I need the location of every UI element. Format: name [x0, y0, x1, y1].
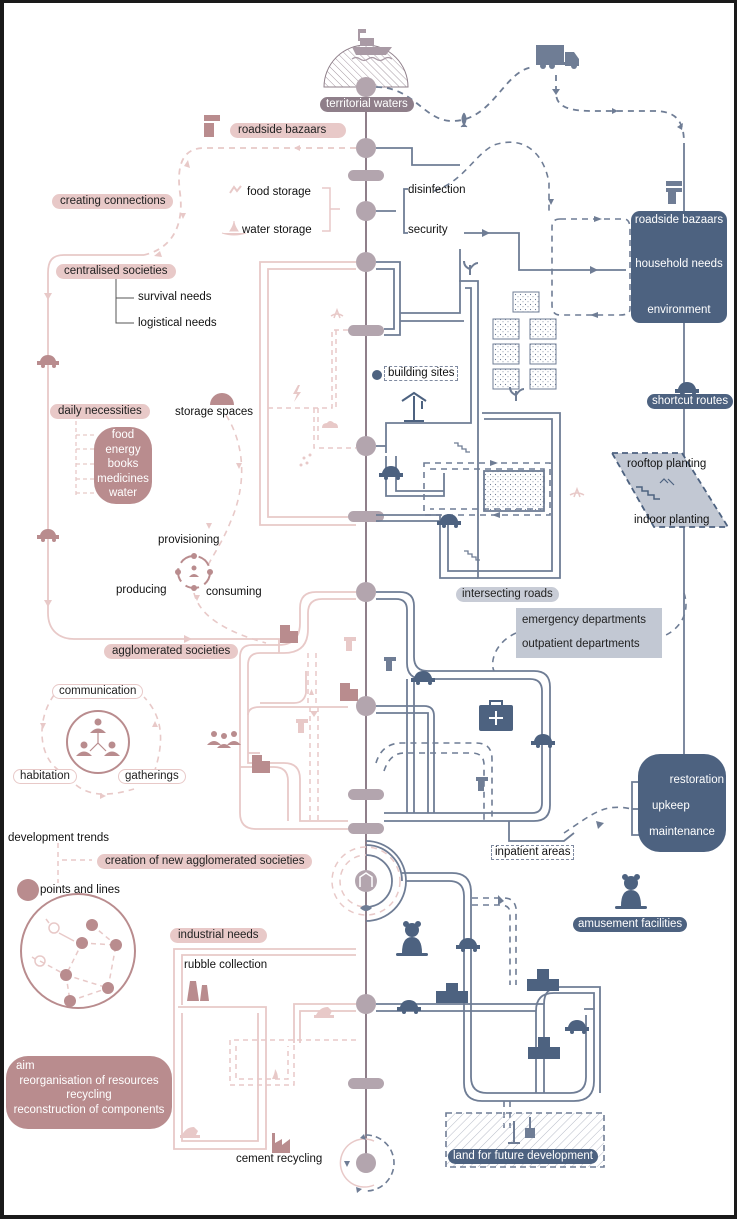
network-circle: [20, 893, 136, 1009]
storage-spaces-label: storage spaces: [175, 406, 253, 418]
roadside-bazaars-label: roadside bazaars: [230, 123, 346, 138]
security-label: security: [408, 224, 448, 236]
medical-kit-icon: [479, 700, 513, 731]
daily-necessities-label: daily necessities: [50, 404, 150, 419]
water-storage-label: water storage: [242, 224, 312, 236]
land-future-development-label: land for future development: [448, 1149, 599, 1164]
inpatient-areas-label: inpatient areas: [491, 845, 575, 860]
aim-item: recycling: [66, 1089, 112, 1101]
intersecting-roads-label: intersecting roads: [456, 587, 559, 602]
car-icon-blue: [379, 382, 699, 1034]
bazaar-box-item: environment: [647, 304, 711, 316]
survival-needs-label: survival needs: [138, 291, 212, 303]
indoor-planting-label: indoor planting: [634, 514, 710, 526]
mixer-truck-icon: [180, 1007, 334, 1138]
community-circle: [66, 710, 130, 774]
cloud-rain-icon: [322, 421, 338, 428]
maintenance-item: restoration: [669, 774, 724, 786]
building-icon-rose: [252, 625, 358, 773]
disinfection-label: disinfection: [408, 184, 466, 196]
crane-icon: [401, 391, 427, 422]
creating-connections-label: creating connections: [52, 194, 174, 209]
building-sites-dot: [372, 370, 382, 380]
necessity-item: medicines: [97, 472, 149, 485]
flower-icon: [360, 905, 372, 911]
shop-icon-rose: [296, 637, 356, 733]
maintenance-item: maintenance: [649, 826, 715, 838]
stairs-icon-small: [454, 442, 480, 561]
industrial-needs-label: industrial needs: [170, 928, 267, 943]
sprout-icon-rose: [330, 307, 344, 319]
necessity-item: water: [108, 487, 138, 499]
food-storage-icon: [229, 185, 242, 194]
bazaar-box-item: roadside bazaars: [634, 214, 724, 226]
habitation-label: habitation: [13, 769, 77, 784]
aim-box: aim reorganisation of resources recyclin…: [6, 1056, 172, 1129]
producing-label: producing: [116, 584, 167, 596]
necessity-item: energy: [105, 443, 141, 456]
energy-icon: [293, 385, 301, 402]
points-lines-dot: [17, 879, 39, 901]
shortcut-routes-label: shortcut routes: [647, 394, 734, 409]
food-storage-label: food storage: [247, 186, 311, 198]
storage-icon: [210, 393, 234, 405]
teddy-bear-icon: [396, 921, 428, 956]
cycle-icon: [177, 555, 211, 589]
rubble-collection-label: rubble collection: [184, 959, 268, 971]
rain-drops-icon: [299, 453, 312, 467]
network-nodes: [60, 919, 122, 1007]
provisioning-label: provisioning: [158, 534, 220, 546]
gatherings-label: gatherings: [118, 769, 186, 784]
stairs-icon: [636, 486, 660, 500]
cement-recycling-label: cement recycling: [236, 1153, 323, 1165]
bazaar-box-item: household needs: [635, 258, 723, 270]
city-building-icon: [436, 969, 560, 1059]
amusement-facilities-label: amusement facilities: [573, 917, 688, 932]
building-site-plots: [492, 291, 557, 390]
aim-item: reorganisation of resources: [19, 1074, 159, 1087]
territorial-waters-label: territorial waters: [320, 97, 414, 112]
building-sites-label: building sites: [384, 366, 459, 381]
spine-nodes: [348, 77, 384, 1173]
ship-icon: [351, 29, 393, 62]
necessity-item: food: [111, 429, 135, 441]
fish-icon: [460, 112, 468, 128]
diagram-canvas: territorial waters roadside bazaars crea…: [4, 3, 734, 1215]
communication-label: communication: [52, 684, 144, 699]
necessity-item: books: [107, 458, 139, 470]
development-trends-label: development trends: [8, 832, 110, 844]
shop-icon-rose-top: [204, 115, 220, 137]
excavator-icon: [508, 1117, 535, 1144]
maintenance-item: upkeep: [652, 800, 690, 812]
aim-item: reconstruction of components: [13, 1103, 165, 1116]
consuming-label: consuming: [206, 586, 262, 598]
water-storage-icon: [221, 220, 247, 236]
hospital-icon: [359, 872, 373, 887]
bazaar-needs-box: roadside bazaars household needs environ…: [631, 211, 727, 323]
community-icon: [76, 718, 120, 756]
creation-new-societies-label: creation of new agglomerated societies: [97, 854, 313, 869]
rooftop-planting-label: rooftop planting: [627, 458, 707, 470]
car-icon-rose: [37, 355, 59, 542]
shop-icon-blue: [384, 181, 682, 791]
teddy-bear-icon-2: [615, 874, 647, 909]
department-item: emergency departments: [522, 614, 647, 626]
agglomerated-societies-label: agglomerated societies: [104, 644, 239, 659]
people-icon: [207, 731, 241, 748]
departments-box: emergency departments outpatient departm…: [516, 608, 662, 658]
centralised-societies-label: centralised societies: [56, 264, 176, 279]
sprout-icon: [463, 260, 525, 401]
maintenance-box: restoration upkeep maintenance: [638, 754, 726, 852]
points-and-lines-label: points and lines: [40, 884, 120, 896]
department-item: outpatient departments: [522, 638, 640, 650]
necessities-box: food energy books medicines water: [94, 427, 152, 504]
factory-icon: [187, 981, 290, 1153]
truck-icon: [536, 45, 579, 69]
fire-icon: [272, 1069, 278, 1079]
aim-title: aim: [16, 1060, 35, 1072]
logistical-needs-label: logistical needs: [138, 317, 217, 329]
diagram-lines: [17, 29, 730, 1193]
planting-area: [610, 452, 730, 528]
